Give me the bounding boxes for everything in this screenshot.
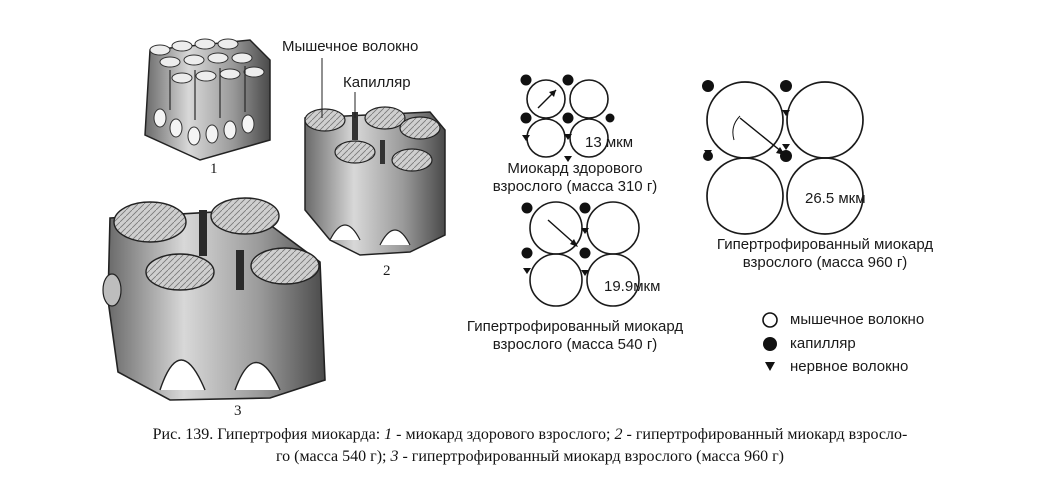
label-number-3: 3: [234, 403, 242, 419]
illustration-2-hypertrophied-540: [304, 106, 446, 256]
panel-960-caption-line1: Гипертрофированный миокард: [716, 236, 934, 253]
panel-540-caption-line2: взрослого (масса 540 г): [492, 336, 658, 353]
legend-nerve-fiber-label: нервное волокно: [790, 358, 909, 375]
legend-nerve-fiber-symbol: [765, 362, 775, 371]
label-number-2: 2: [383, 263, 391, 279]
panel-healthy-nerves: [522, 134, 572, 162]
panel-960-nerves: [704, 110, 790, 156]
panel-healthy-caption-line2: взрослого (масса 310 г): [492, 178, 658, 195]
panel-960-radius-arrow: [739, 117, 783, 153]
panel-healthy-size: 13 мкм: [585, 134, 634, 151]
panel-540-size: 19.9мкм: [604, 278, 661, 295]
figure-caption: Рис. 139. Гипертрофия миокарда: 1 - миок…: [20, 424, 1040, 468]
panel-960-grid: [706, 81, 864, 235]
panel-540-caption-line1: Гипертрофированный миокард: [466, 318, 684, 335]
legend-capillary-symbol: [763, 337, 777, 351]
label-number-1: 1: [210, 161, 218, 177]
caption-text-2: - гипертрофированный миокард взросло-: [622, 426, 908, 443]
legend-muscle-fiber-symbol: [762, 312, 778, 328]
caption-number-2: 2: [614, 426, 623, 443]
legend-muscle-fiber-label: мышечное волокно: [790, 311, 925, 328]
panel-540-nerves: [523, 228, 589, 276]
caption-text-1: - миокард здорового взрослого;: [392, 426, 615, 443]
illustration-3-hypertrophied-960: [102, 197, 326, 401]
illustration-1-healthy-myocardium: [144, 38, 271, 161]
panel-960-arrowhead: [776, 147, 785, 155]
panel-healthy-capillaries: [520, 74, 615, 124]
legend-capillary-label: капилляр: [790, 335, 856, 352]
figure-artwork: [102, 38, 864, 401]
panel-540-capillaries: [521, 202, 591, 259]
panel-960-caption-line2: взрослого (масса 960 г): [742, 254, 908, 271]
panel-healthy-arrowhead: [549, 90, 556, 97]
label-muscle-fiber: Мышечное волокно: [282, 38, 419, 55]
label-capillary: Капилляр: [343, 74, 411, 91]
panel-960-curve: [732, 115, 741, 141]
caption-number-3: 3: [390, 448, 399, 465]
caption-prefix: Рис. 139. Гипертрофия миокарда:: [152, 426, 385, 443]
panel-540-radius-arrow: [547, 219, 576, 245]
panel-960-size: 26.5 мкм: [805, 190, 866, 207]
caption-number-1: 1: [384, 426, 393, 443]
caption-text-3: го (масса 540 г);: [276, 448, 391, 465]
panel-540-arrowhead: [570, 239, 578, 247]
caption-text-4: - гипертрофированный миокард взрослого (…: [398, 448, 784, 465]
panel-healthy-caption-line1: Миокард здорового: [507, 160, 643, 177]
